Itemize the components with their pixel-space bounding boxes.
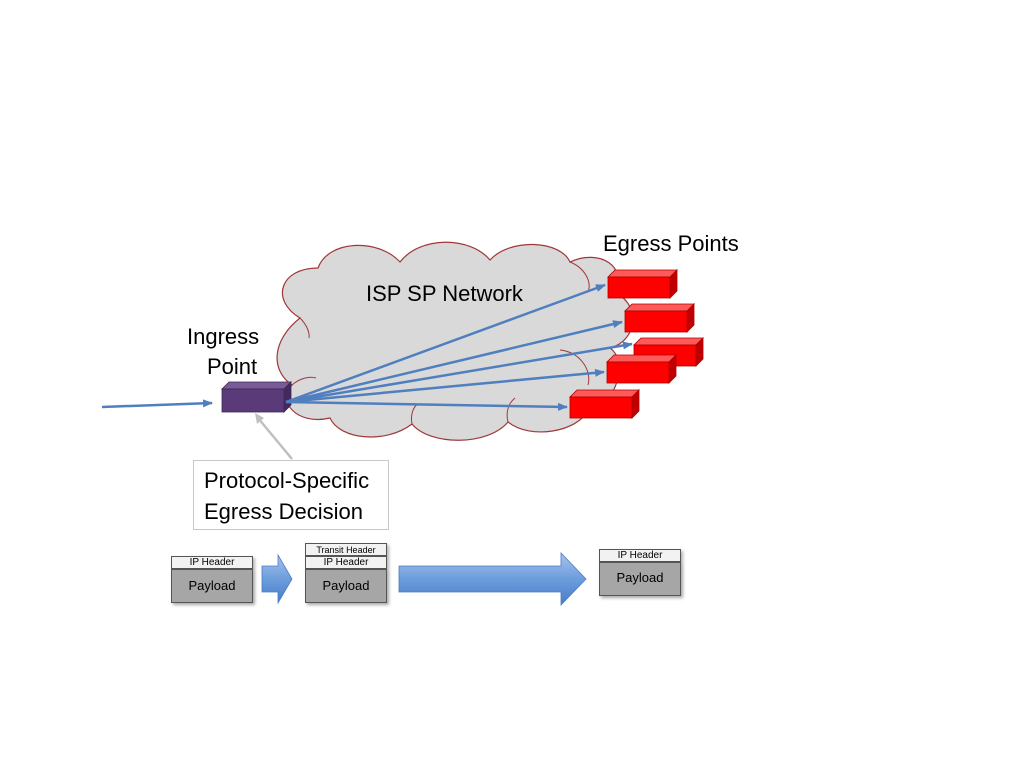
transit-arrow [398,552,587,606]
egress-label: Egress Points [603,231,739,256]
ip-header: IP Header [305,556,387,569]
egress-router [607,269,678,299]
transit-header: Transit Header [305,543,387,556]
path-arrow [285,341,633,404]
encap-arrow [261,553,293,605]
decision-pointer-head [255,413,264,424]
decision-label-line2: Egress Decision [204,499,363,524]
decision-pointer-arrow [257,417,293,460]
payload: Payload [305,569,387,603]
ingress-label-line2: Point [207,354,258,379]
egress-router [569,389,640,419]
path-arrow [285,283,606,404]
payload: Payload [171,569,253,603]
network-label: ISP SP Network [366,281,523,306]
ip-header: IP Header [599,549,681,562]
incoming-arrow [101,399,213,409]
ingress-label-line1: Ingress [187,324,260,349]
ip-header: IP Header [171,556,253,569]
path-arrow [285,320,623,404]
egress-router [624,303,695,333]
ingress-router [221,381,292,413]
decision-label-line1: Protocol-Specific [204,468,370,493]
payload: Payload [599,562,681,596]
fanout-arrows [285,283,633,411]
decision-box: Protocol-Specific Egress Decision [193,460,389,530]
path-arrow [285,400,568,411]
path-arrow [285,368,605,404]
egress-router [606,354,677,384]
